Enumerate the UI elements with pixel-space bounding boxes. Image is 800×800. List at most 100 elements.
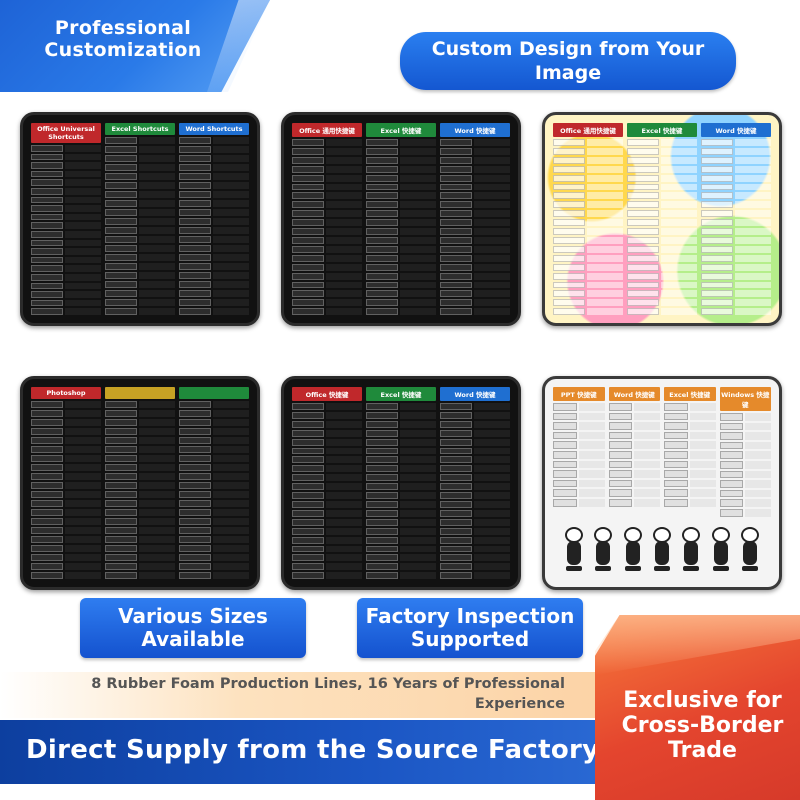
shortcut-row [440, 174, 510, 182]
shortcut-row [608, 489, 660, 497]
shortcut-row [292, 219, 362, 227]
shortcut-row [440, 545, 510, 553]
panda-icon [592, 527, 614, 571]
shortcut-row [701, 139, 771, 146]
shortcut-row [179, 401, 249, 408]
shortcut-row [553, 431, 605, 440]
shortcut-row [31, 291, 101, 298]
shortcut-row [366, 281, 436, 289]
shortcut-row [627, 245, 697, 253]
panda-icon [710, 527, 732, 571]
shortcut-row [627, 192, 697, 200]
shortcut-row [179, 410, 249, 417]
shortcut-row [440, 500, 510, 508]
shortcut-row [105, 401, 175, 408]
shortcut-row [366, 272, 436, 280]
shortcut-column: Excel 快捷键 [627, 123, 697, 316]
shortcut-row [292, 210, 362, 218]
shortcut-row [553, 290, 623, 298]
shortcut-column: Windows 快捷键 [719, 387, 771, 579]
shortcut-column: Excel Shortcuts [105, 123, 175, 315]
shortcut-row [701, 183, 771, 191]
shortcut-row [31, 196, 101, 204]
shortcut-row [292, 447, 362, 455]
shortcut-row [366, 572, 436, 580]
shortcut-row [105, 254, 175, 261]
mousepad-4: Photoshop [20, 376, 260, 590]
shortcut-row [31, 545, 101, 552]
shortcut-row [608, 441, 660, 449]
shortcut-row [440, 263, 510, 271]
shortcut-row [105, 500, 175, 507]
shortcut-column-title: Word 快捷键 [440, 123, 510, 137]
shortcut-row [31, 187, 101, 195]
shortcut-column-title: Excel 快捷键 [366, 387, 436, 401]
shortcut-row [105, 200, 175, 207]
shortcut-row [701, 228, 771, 235]
shortcut-row [366, 554, 436, 562]
shortcut-row [440, 447, 510, 455]
shortcut-row [701, 236, 771, 244]
shortcut-row [105, 536, 175, 543]
shortcut-row [105, 518, 175, 525]
panda-illustration [559, 511, 765, 571]
shortcut-row [440, 420, 510, 428]
shortcut-row [366, 563, 436, 571]
shortcut-row [292, 509, 362, 517]
shortcut-row [701, 210, 771, 218]
shortcut-row [292, 554, 362, 562]
shortcut-row [701, 272, 771, 280]
shortcut-row [440, 403, 510, 410]
shortcut-row [105, 299, 175, 306]
shortcut-row [179, 464, 249, 471]
shortcut-row [292, 438, 362, 446]
shortcut-row [179, 299, 249, 306]
exclusive-text: Exclusive for Cross-Border Trade [621, 688, 784, 763]
shortcut-row [292, 492, 362, 499]
shortcut-row [719, 441, 771, 450]
shortcut-column: Office 通用快捷键 [292, 123, 362, 316]
shortcut-row [31, 572, 101, 579]
shortcut-column: Excel 快捷键 [366, 123, 436, 316]
shortcut-row [31, 473, 101, 480]
shortcut-row [664, 441, 716, 449]
shortcut-row [366, 429, 436, 437]
shortcut-row [627, 272, 697, 280]
shortcut-row [292, 174, 362, 182]
shortcut-row [664, 403, 716, 411]
shortcut-row [292, 429, 362, 437]
shortcut-row [366, 299, 436, 307]
shortcut-row [179, 272, 249, 279]
shortcut-column-title: Word Shortcuts [179, 123, 249, 135]
shortcut-row [179, 164, 249, 171]
production-band [0, 672, 600, 718]
shortcut-row [440, 438, 510, 446]
shortcut-row [553, 441, 605, 449]
shortcut-row [179, 209, 249, 216]
shortcut-column [105, 387, 175, 579]
shortcut-row [292, 192, 362, 200]
shortcut-row [105, 290, 175, 297]
shortcut-row [31, 179, 101, 186]
shortcut-row [553, 219, 623, 227]
shortcut-row [292, 420, 362, 428]
custom-design-banner: Custom Design from Your Image [400, 32, 736, 90]
shortcut-row [440, 281, 510, 289]
shortcut-row [440, 192, 510, 200]
shortcut-row [31, 455, 101, 462]
shortcut-row [627, 183, 697, 191]
shortcut-row [627, 139, 697, 146]
shortcut-row [179, 563, 249, 570]
shortcut-row [105, 527, 175, 534]
shortcut-row [664, 412, 716, 421]
shortcut-row [31, 308, 101, 315]
shortcut-row [553, 498, 605, 507]
shortcut-row [292, 527, 362, 535]
shortcut-row [440, 536, 510, 544]
shortcut-row [31, 213, 101, 221]
supply-text: Direct Supply from the Source Factory [26, 735, 600, 765]
shortcut-row [31, 170, 101, 178]
shortcut-row [553, 254, 623, 262]
shortcut-row [440, 165, 510, 173]
